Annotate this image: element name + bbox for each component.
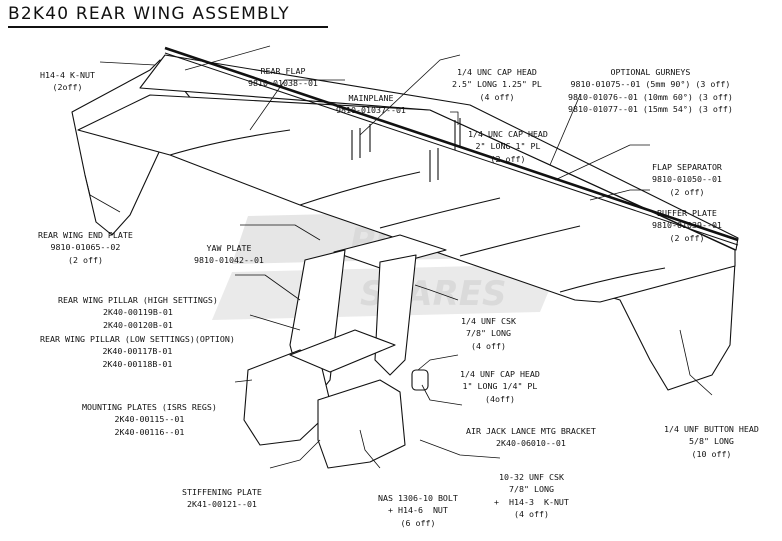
title-underline (8, 26, 328, 28)
callout-k-nut: H14-4 K-NUT(2off) (40, 69, 95, 93)
callout-nas-bolt: NAS 1306-10 BOLT+ H14-6 NUT(6 off) (378, 492, 458, 528)
callout-pillar-high: REAR WING PILLAR (HIGH SETTINGS)2K40-001… (58, 294, 218, 330)
callout-pillar-low: REAR WING PILLAR (LOW SETTINGS)(OPTION)2… (40, 333, 235, 369)
mounting-plate-right (317, 379, 406, 469)
stiffening-plate-shape (289, 329, 396, 373)
yaw-plate-shape (333, 234, 447, 269)
rear-flap-shape (139, 54, 739, 251)
air-jack-bracket-shape (411, 369, 429, 391)
mainplane-shape (77, 94, 736, 303)
callout-mounting-plates: MOUNTING PLATES (ISRS REGS)2K40-00115--0… (82, 401, 217, 437)
pillar-right (374, 254, 417, 376)
wing-assembly-drawing: PITLANE SPARES (71, 45, 739, 469)
page-title: B2K40 REAR WING ASSEMBLY (8, 4, 290, 24)
